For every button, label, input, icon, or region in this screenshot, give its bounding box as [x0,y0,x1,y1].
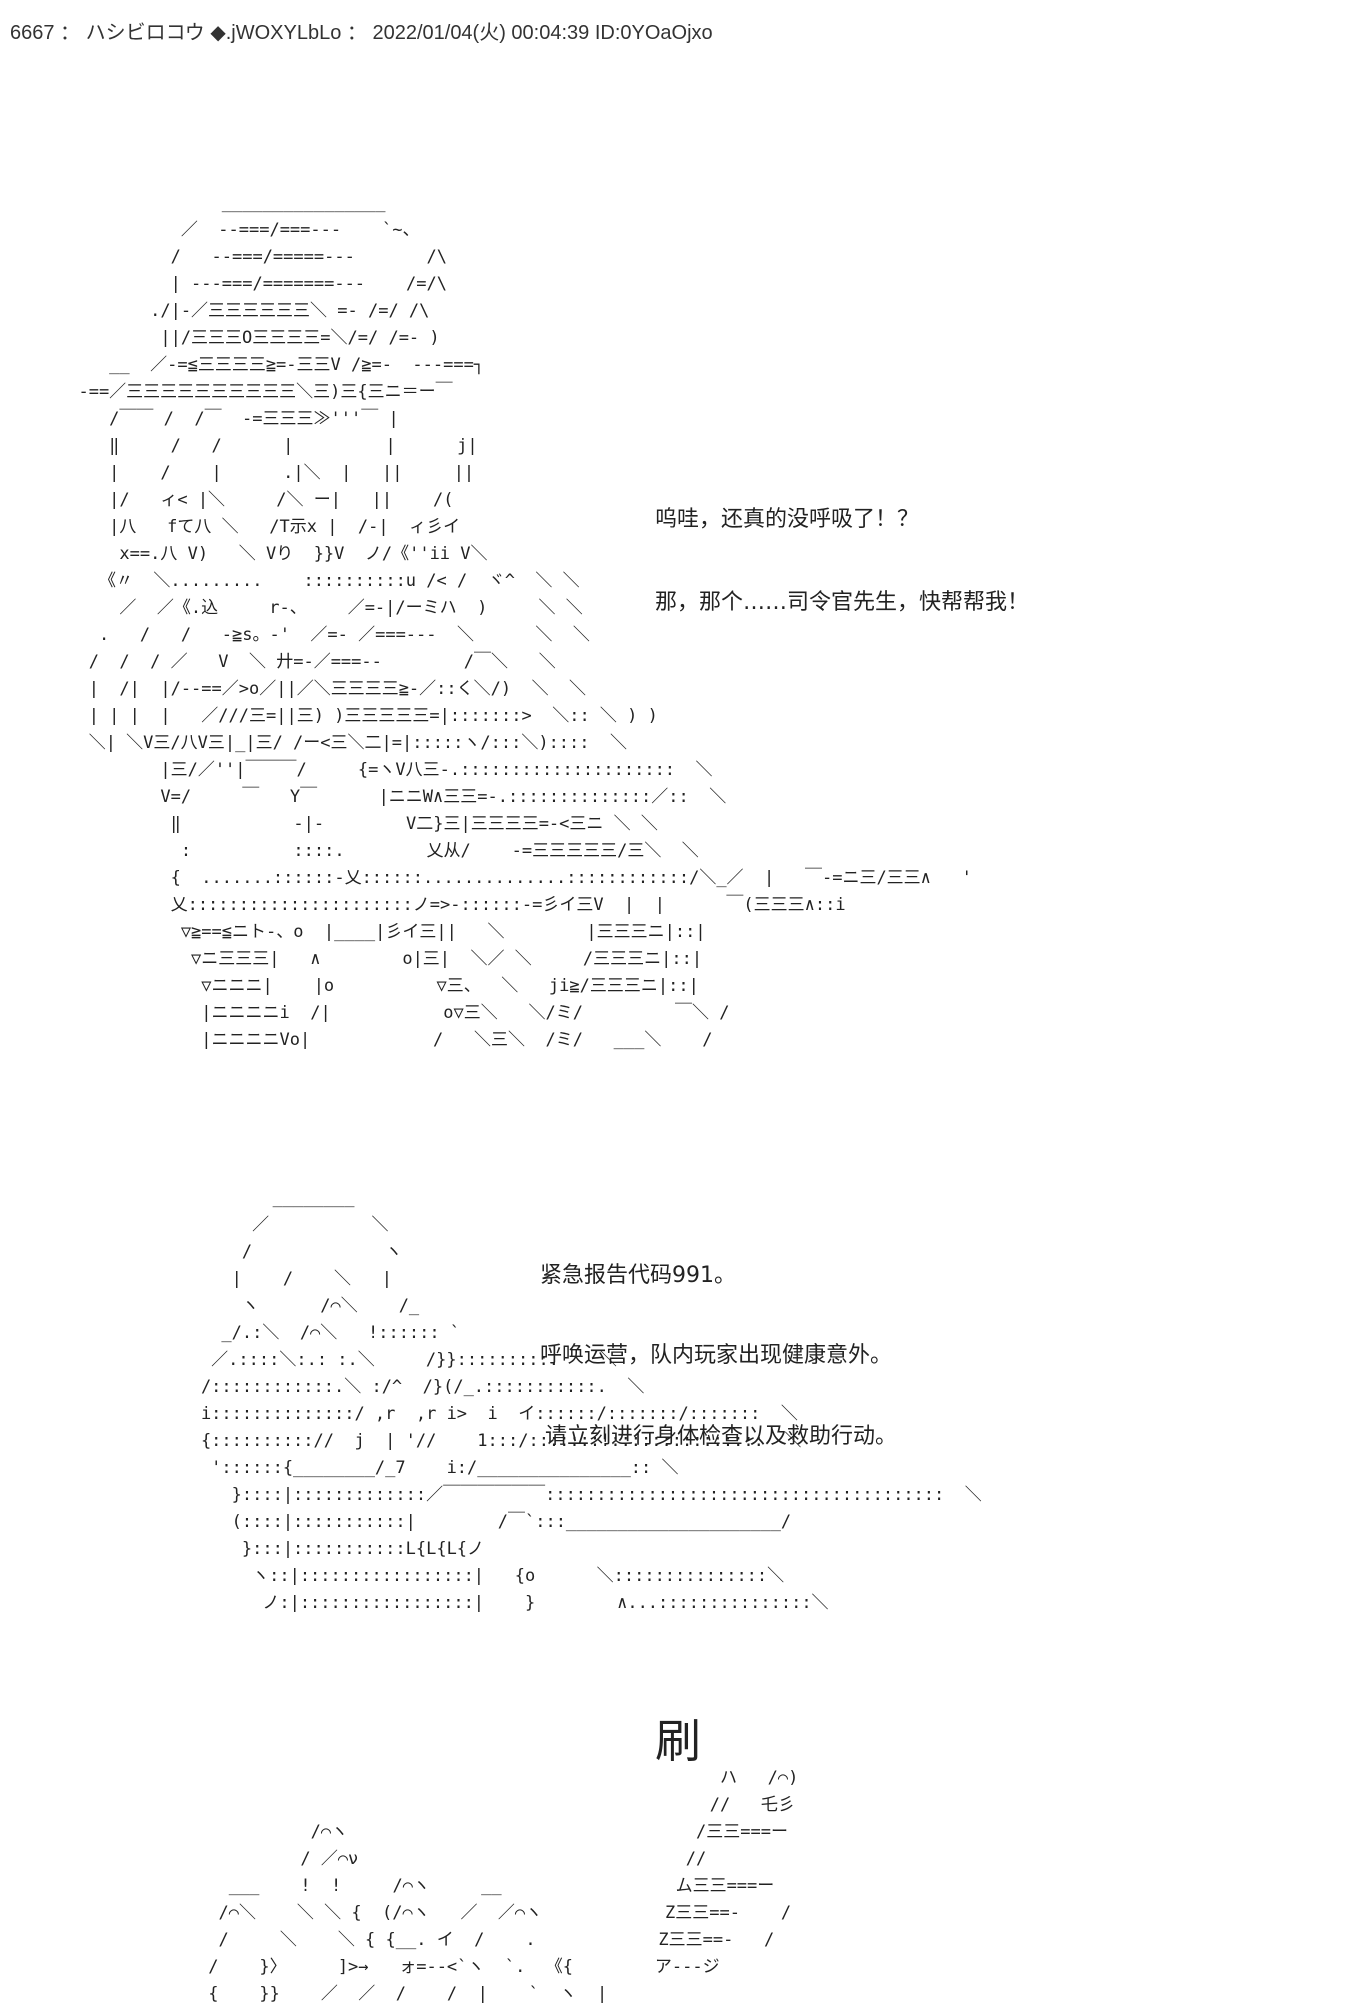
dialogue-line-2: 那，那个……司令官先生，快帮帮我！ [655,590,1030,615]
sound-effect-shua: 刷 [655,1714,701,1768]
dialogue-line-1: 呜哇，还真的没呼吸了！？ [655,507,920,532]
ascii-art-character-reporting: ________ ／ ＼ / ヽ | / ＼ | ヽ /⌒＼ /_ _/.:＼ … [200,1188,982,1613]
dialogue-line-5: 请立刻进行身体检查以及救助行动。 [545,1424,898,1449]
ascii-art-girl-with-hat: ________________ ／ --===/===--- `~、 / --… [78,193,972,1050]
dialogue-line-4: 呼唤运营，队内玩家出现健康意外。 [540,1343,893,1368]
ascii-art-transformation-scene: ハ /⌒) // 乇彡 /⌒ヽ /三三===ー / ／⌒ν // ___ ! !… [208,1768,799,2004]
dialogue-line-3: 紧急报告代码991。 [540,1263,736,1288]
post-header: 6667 ： ハシビロコウ ◆.jWOXYLbLo ： 2022/01/04(火… [10,22,713,44]
